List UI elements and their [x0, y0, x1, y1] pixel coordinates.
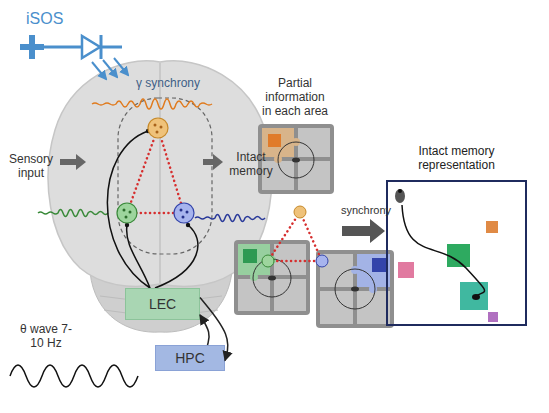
puzzle-panel-part-part: [250, 273, 258, 281]
projection-line: [107, 129, 198, 288]
region-box: HPC: [155, 345, 225, 371]
cortical-ensemble-part: [117, 203, 137, 223]
puzzle-panel-part-part: [298, 128, 330, 157]
arena-part: [395, 189, 405, 203]
cortical-ensemble-part: [156, 131, 159, 134]
gamma-wave-part: [38, 210, 108, 217]
puzzle-panel-part-part: [274, 244, 306, 275]
sync-link: [268, 212, 322, 261]
flow-arrow: [60, 154, 223, 170]
light-source-part: [29, 35, 35, 59]
puzzle-panel-part-part: [292, 158, 300, 163]
cortical-ensemble-part: [160, 126, 163, 129]
gamma-wave-part: [195, 215, 265, 222]
arena-part: [488, 312, 498, 322]
ensemble-dot: [262, 206, 328, 267]
arena-part: [447, 244, 470, 267]
light-source-part: [82, 36, 100, 58]
light-source-part: [103, 60, 117, 77]
sync-link: [127, 128, 184, 213]
cortical-ensemble-part: [186, 211, 189, 214]
cortical-ensemble-part: [154, 124, 157, 127]
theta-wave: [10, 365, 138, 387]
flow-arrow-part: [342, 219, 385, 243]
puzzle-panel-part: [234, 240, 310, 315]
puzzle-panel-part-part: [262, 128, 294, 157]
brain-part: [159, 63, 161, 283]
cortical-ensemble-part: [180, 209, 183, 212]
rhythm-label: γ synchrony: [118, 76, 218, 90]
ensemble-dot-part: [262, 255, 274, 267]
puzzle-panel-part-part: [268, 276, 276, 281]
arena-part: [398, 262, 414, 278]
puzzle-panel-part-part: [351, 266, 359, 274]
projection-line-part: [127, 225, 150, 288]
region-label: LEC: [149, 297, 176, 311]
arena-part: [402, 205, 485, 296]
loop-arrow: [200, 315, 209, 345]
puzzle-panel-part: [316, 250, 394, 328]
memory-panel: Intact memory representation: [386, 180, 527, 326]
puzzle-panel-part-part: [234, 240, 310, 315]
puzzle-panel-part-part: [278, 142, 314, 178]
output-label: Intact memory: [222, 150, 280, 178]
cortical-ensemble-part: [123, 209, 126, 212]
flow-arrow-part: [60, 154, 86, 170]
region-box: LEC: [125, 288, 200, 320]
input-label: Sensory input: [0, 152, 62, 180]
ensemble-dot-part: [316, 255, 328, 267]
cortical-ensemble: [117, 118, 194, 223]
gamma-wave-part: [92, 99, 212, 109]
ensemble-dot-part: [294, 206, 306, 218]
projection-line-part: [107, 131, 150, 288]
panel-caption: Partial information in each area: [260, 76, 330, 118]
projection-line-part: [155, 225, 198, 288]
dashed-region-part: [118, 98, 212, 254]
puzzle-panel-part-part: [243, 249, 257, 263]
arena-part: [486, 221, 498, 233]
arrow-label: synchrony: [334, 203, 398, 217]
cortical-ensemble-part: [125, 216, 128, 219]
gamma-wave: [38, 99, 265, 222]
flow-arrow: [342, 219, 385, 243]
puzzle-panel-part-part: [372, 258, 386, 272]
light-source-part: [92, 62, 106, 79]
puzzle-panel-part-part: [258, 124, 334, 194]
sync-link-part: [300, 212, 322, 261]
arena-part: [472, 294, 480, 300]
puzzle-panel-part-part: [351, 287, 359, 292]
puzzle-panel-part-part: [298, 161, 330, 190]
cortical-ensemble-part: [182, 216, 185, 219]
cortical-ensemble-part: [174, 203, 194, 223]
cortical-ensemble-part: [148, 118, 168, 138]
rhythm-label: θ wave 7-10 Hz: [16, 322, 76, 350]
brain: [48, 61, 272, 332]
cortical-ensemble-part: [129, 211, 132, 214]
light-source-part: [100, 35, 103, 59]
puzzle-panel-part-part: [268, 134, 281, 147]
arena: [395, 189, 498, 322]
theta-wave-part: [10, 365, 138, 387]
puzzle-panel-part-part: [369, 285, 377, 293]
region-label: HPC: [175, 351, 205, 365]
panel-heading: Intact memory representation: [388, 144, 525, 172]
sync-link-part: [158, 128, 184, 213]
sync-link-part: [268, 212, 300, 261]
sync-link-part: [127, 128, 158, 213]
sync-link-part: [268, 260, 322, 263]
puzzle-panel-part: [258, 124, 334, 194]
device-label: iSOS: [26, 12, 76, 26]
dashed-region: [118, 98, 212, 254]
projection-line-part: [186, 223, 190, 227]
arena-part: [398, 189, 402, 193]
puzzle-panel-part-part: [316, 250, 394, 328]
arena-part: [460, 282, 488, 310]
flow-arrow-part: [203, 154, 223, 170]
puzzle-panel-part-part: [335, 269, 375, 309]
light-source-part: [114, 58, 128, 75]
light-source: [20, 35, 128, 79]
